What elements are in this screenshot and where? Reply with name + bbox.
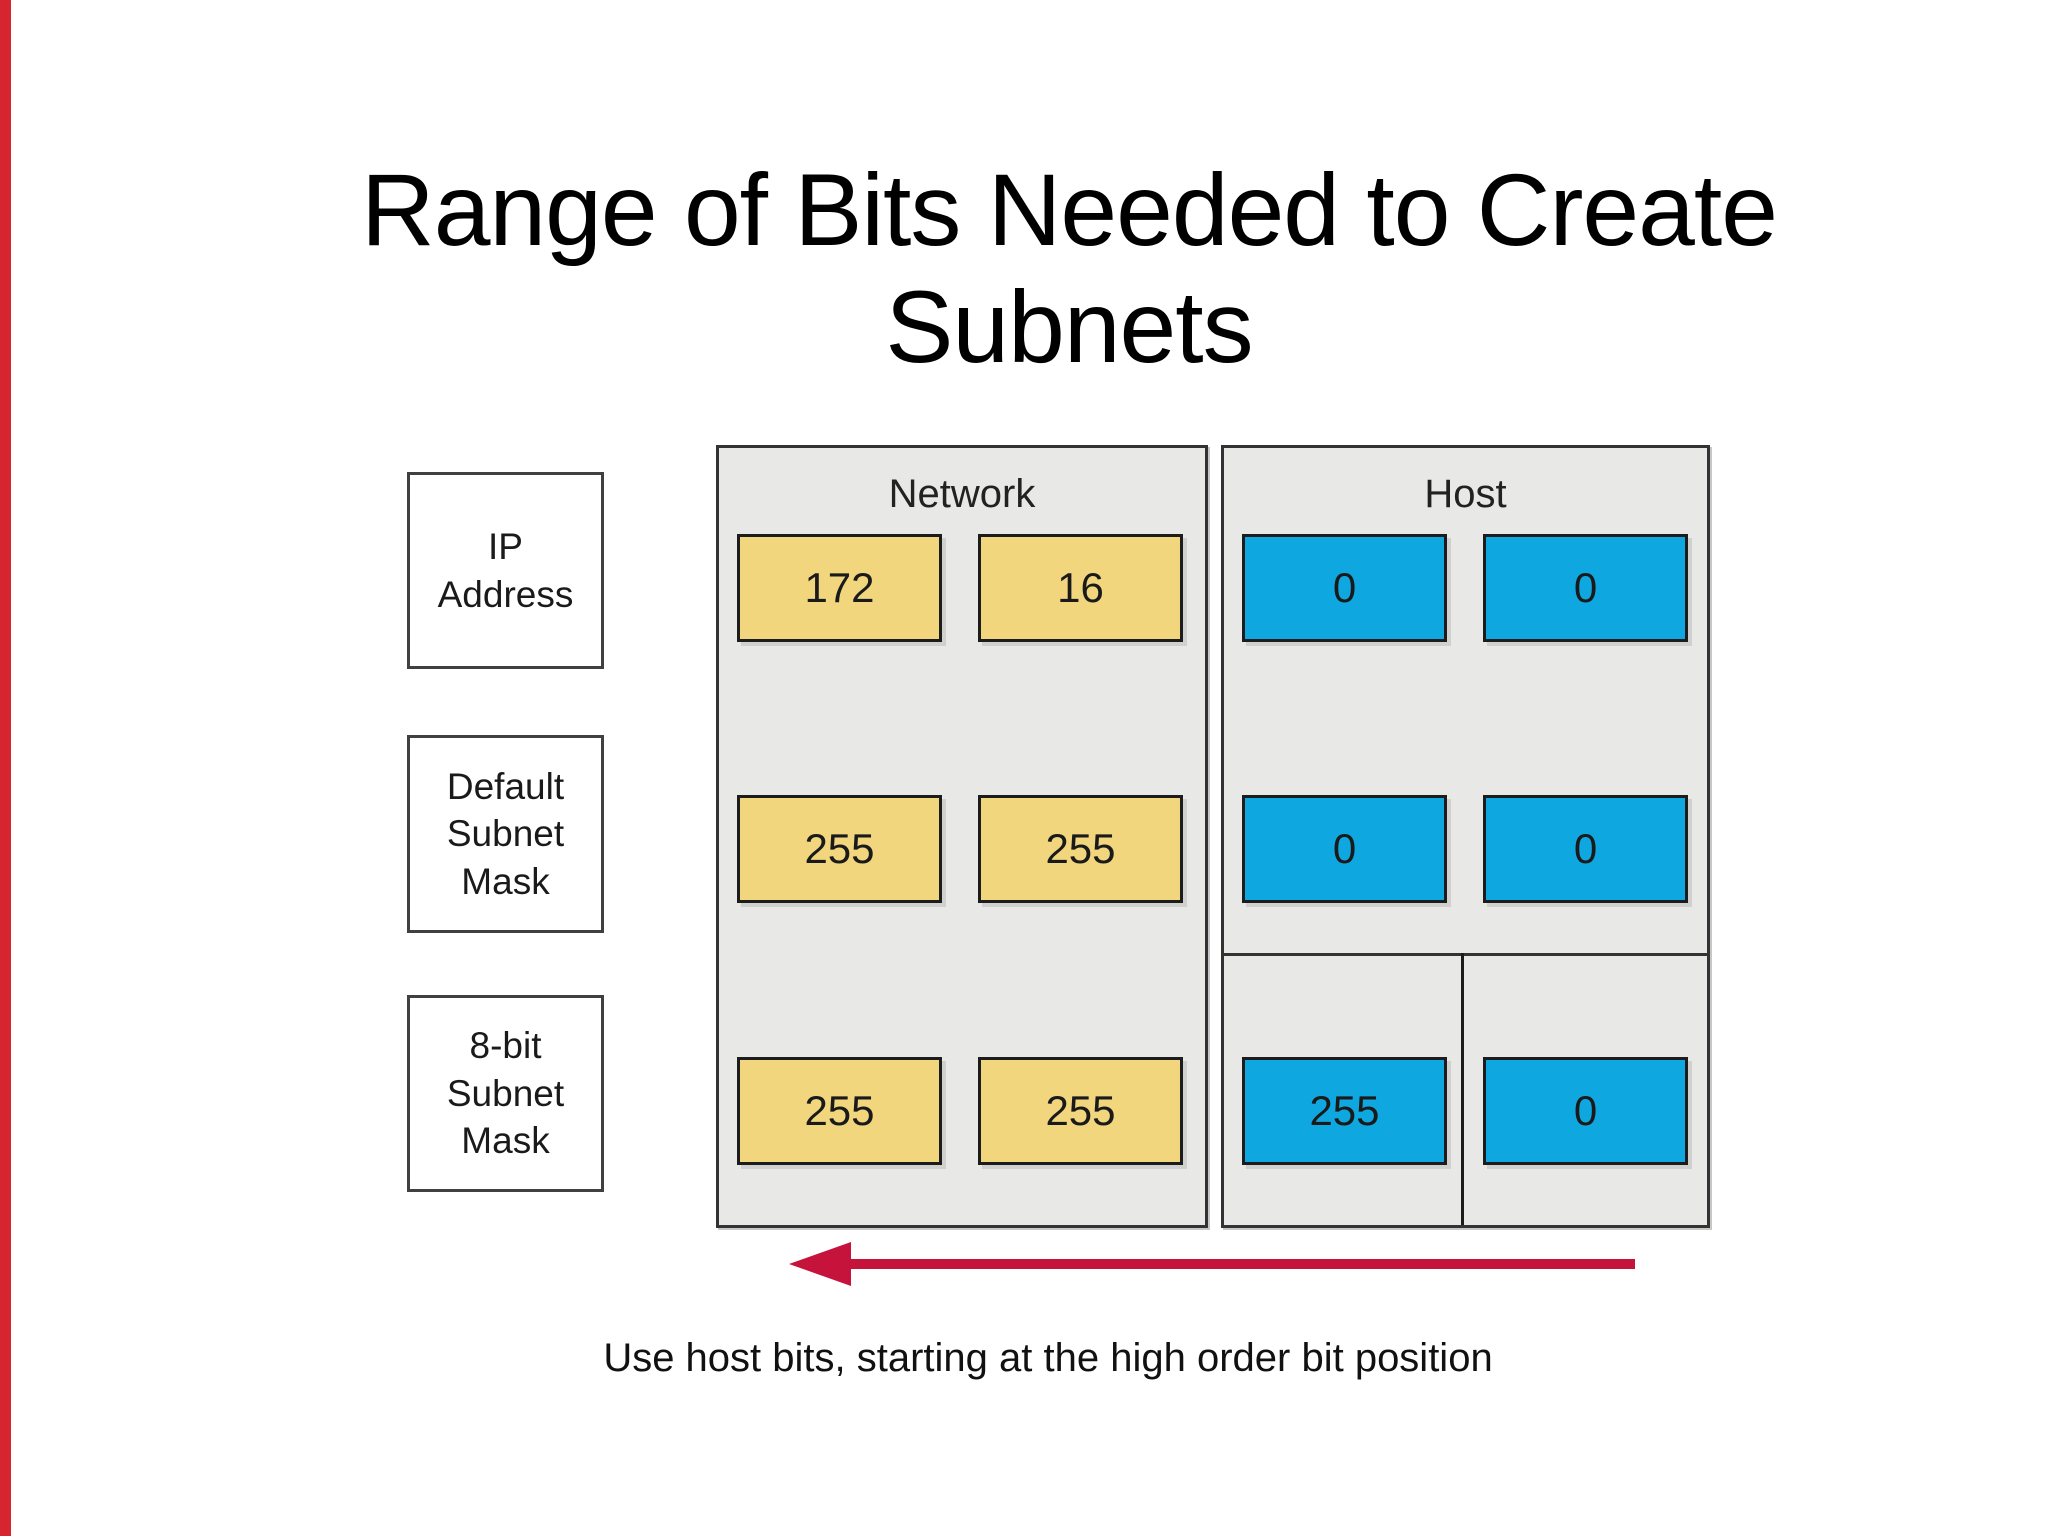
network-r2-octet2: 255 xyxy=(978,795,1183,903)
host-r1-octet2: 0 xyxy=(1483,534,1688,642)
network-r3-octet1: 255 xyxy=(737,1057,942,1165)
row-label-ip-address: IP Address xyxy=(407,472,604,669)
host-subdivision-horizontal-line xyxy=(1224,953,1707,956)
row-label-ip-address-text: IP Address xyxy=(437,526,574,615)
network-panel: Network 172 16 255 255 255 255 xyxy=(716,445,1208,1228)
left-direction-arrow xyxy=(789,1242,1638,1286)
row-label-8bit-subnet-mask-text: 8-bit Subnet Mask xyxy=(446,1025,565,1162)
network-panel-header: Network xyxy=(888,472,1036,516)
left-edge-stripe xyxy=(0,0,11,1536)
network-r1-octet1: 172 xyxy=(737,534,942,642)
arrow-shaft xyxy=(843,1259,1635,1269)
host-r1-octet1: 0 xyxy=(1242,534,1447,642)
host-r3-octet2: 0 xyxy=(1483,1057,1688,1165)
network-r2-octet1: 255 xyxy=(737,795,942,903)
host-r2-octet1: 0 xyxy=(1242,795,1447,903)
bottom-caption: Use host bits, starting at the high orde… xyxy=(603,1336,1493,1380)
row-label-8bit-subnet-mask: 8-bit Subnet Mask xyxy=(407,995,604,1192)
host-r2-octet2: 0 xyxy=(1483,795,1688,903)
host-panel-header: Host xyxy=(1424,472,1507,516)
host-r3-octet1: 255 xyxy=(1242,1057,1447,1165)
arrow-head-icon xyxy=(789,1242,851,1286)
host-panel: Host 0 0 0 0 255 0 xyxy=(1221,445,1710,1228)
network-r1-octet2: 16 xyxy=(978,534,1183,642)
network-r3-octet2: 255 xyxy=(978,1057,1183,1165)
host-subdivision-vertical-line xyxy=(1461,953,1464,1225)
slide-title: Range of Bits Needed to Create Subnets xyxy=(361,153,1778,384)
row-label-default-subnet-mask: Default Subnet Mask xyxy=(407,735,604,933)
row-label-default-subnet-mask-text: Default Subnet Mask xyxy=(446,765,565,902)
